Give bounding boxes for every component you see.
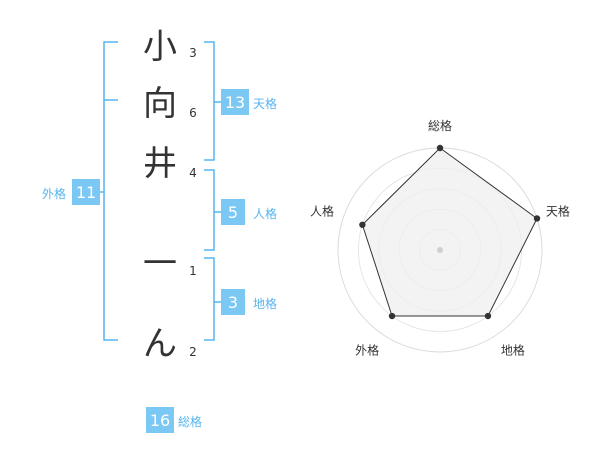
stroke-count-2: 6 <box>189 106 197 120</box>
gaikaku-label: 外格 <box>42 186 66 201</box>
name-char-2: 向 <box>143 84 177 124</box>
radar-point-3 <box>484 312 492 320</box>
jinkaku-bracket <box>204 169 215 251</box>
radar-point-4 <box>388 312 396 320</box>
soukaku-value: 16 <box>150 411 170 430</box>
gaikaku-bracket <box>103 41 118 341</box>
jinkaku-label: 人格 <box>253 206 277 221</box>
jinkaku-value: 5 <box>228 203 238 222</box>
soukaku-box <box>146 407 174 433</box>
name-char-1: 小 <box>143 27 177 67</box>
tenkaku-box <box>221 89 249 115</box>
radar-point-2 <box>533 215 541 222</box>
radar-axis-label-1: 総格 <box>428 118 452 133</box>
stroke-count-5: 2 <box>189 345 197 359</box>
chikaku-bracket <box>204 257 215 341</box>
jinkaku-box <box>221 199 245 225</box>
chikaku-label: 地格 <box>253 296 277 311</box>
radar-series-area <box>361 147 538 317</box>
name-char-4: 一 <box>143 244 177 284</box>
tenkaku-value: 13 <box>225 93 245 112</box>
radar-points <box>359 144 541 320</box>
chikaku-box <box>221 289 245 315</box>
chikaku-value: 3 <box>228 293 238 312</box>
name-char-5: ん <box>143 324 177 364</box>
stroke-count-4: 1 <box>189 264 197 278</box>
tenkaku-bracket <box>204 41 215 161</box>
radar-axis-label-5: 人格 <box>310 204 334 219</box>
gaikaku-value: 11 <box>76 183 96 202</box>
stroke-count-1: 3 <box>189 46 197 60</box>
tenkaku-label: 天格 <box>253 96 277 111</box>
radar-axis-label-3: 地格 <box>501 342 525 357</box>
stroke-count-3: 4 <box>189 166 197 180</box>
gaikaku-box <box>72 179 100 205</box>
radar-point-1 <box>436 144 444 152</box>
soukaku-label: 総格 <box>178 414 202 429</box>
radar-axis-label-4: 外格 <box>355 342 379 357</box>
name-char-3: 井 <box>143 144 177 184</box>
radar-axis-label-2: 天格 <box>546 204 570 219</box>
radar-point-5 <box>359 221 366 228</box>
radar-center-dot <box>437 247 443 253</box>
